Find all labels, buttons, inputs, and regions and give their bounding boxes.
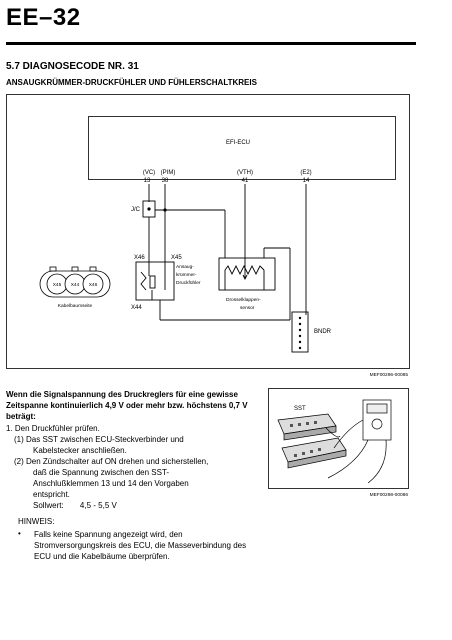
page-title: EE–32	[6, 4, 81, 31]
terminal-vc-name: (VC)	[143, 170, 155, 176]
photo-figure-code: MEF00298-00086	[370, 492, 409, 498]
hint-bullet: •	[18, 529, 21, 538]
terminal-e2-name: (E2)	[300, 170, 311, 176]
x46-label: X46	[134, 255, 145, 261]
lead-text: Wenn die Signalspannung des Druckreglers…	[6, 390, 248, 421]
connector-x46: X46	[89, 282, 98, 288]
connector-x45: X45	[53, 282, 62, 288]
bndr-box	[291, 311, 309, 353]
harness-side-label: Kabelbaumseite	[58, 303, 93, 309]
hint-heading: HINWEIS:	[18, 517, 55, 526]
step-1b-line3: Anschlußklemmen 13 und 14 den Vorgaben	[33, 479, 189, 488]
step-1b-line1: (2) Den Zündschalter auf ON drehen und s…	[14, 457, 209, 466]
throttle-label-1: Drosselklappen-	[226, 297, 261, 303]
sollwert-row: Sollwert: 4,5 - 5,5 V	[6, 500, 256, 511]
terminal-e2-pin: 14	[303, 178, 310, 184]
ecu-box	[88, 116, 396, 180]
step-1a-line1: (1) Das SST zwischen ECU-Steckverbinder …	[14, 435, 184, 444]
sollwert-label: Sollwert:	[33, 501, 64, 510]
sensor-label-2: krümmer-	[176, 272, 197, 278]
sensor-label-1: Ansaug-	[176, 264, 194, 270]
x44-label: X44	[131, 305, 142, 311]
section-subtitle: ANSAUGKRÜMMER-DRUCKFÜHLER UND FÜHLERSCHA…	[6, 78, 257, 87]
section-title: 5.7 DIAGNOSECODE NR. 31	[6, 61, 139, 72]
sst-illustration: SST MEF00298-00086	[268, 388, 409, 498]
step-1b-line2: daß die Spannung zwischen den SST-	[33, 468, 170, 477]
step-1b-line4: entspricht.	[33, 490, 70, 499]
hint-body: Falls keine Spannung angezeigt wird, den…	[34, 530, 247, 561]
terminal-vc-pin: 13	[144, 178, 151, 184]
sensor-label-3: Druckfühler	[176, 280, 201, 286]
bndr-label: BNDR	[314, 329, 332, 335]
sst-label: SST	[294, 406, 306, 412]
diagram-frame	[6, 94, 410, 369]
title-rule	[6, 42, 416, 45]
ecu-label: EFI-ECU	[226, 140, 250, 146]
wiring-diagram: EFI-ECU (VC) (PIM) (VTH) (E2) 13 38 41 1…	[6, 94, 410, 378]
procedure-steps: 1. Den Druckfühler prüfen. (1) Das SST z…	[6, 423, 256, 511]
sensor-box	[135, 261, 175, 301]
throttle-label-2: sensor	[240, 305, 255, 311]
terminal-vth-pin: 41	[242, 178, 249, 184]
diagram-figure-code: MEF00296-00085	[370, 372, 409, 378]
terminal-vth-name: (VTH)	[237, 170, 253, 176]
step-1: 1. Den Druckfühler prüfen.	[6, 424, 100, 433]
terminal-pim-name: (PIM)	[161, 170, 176, 176]
x45-label: X45	[171, 255, 182, 261]
terminal-pim-pin: 38	[162, 178, 169, 184]
connector-x44: X44	[71, 282, 80, 288]
throttle-sensor-box	[218, 257, 276, 291]
step-1a-line2: Kabelstecker anschließen.	[33, 446, 127, 455]
sollwert-value: 4,5 - 5,5 V	[79, 501, 117, 510]
jc-label: J/C	[131, 207, 141, 213]
